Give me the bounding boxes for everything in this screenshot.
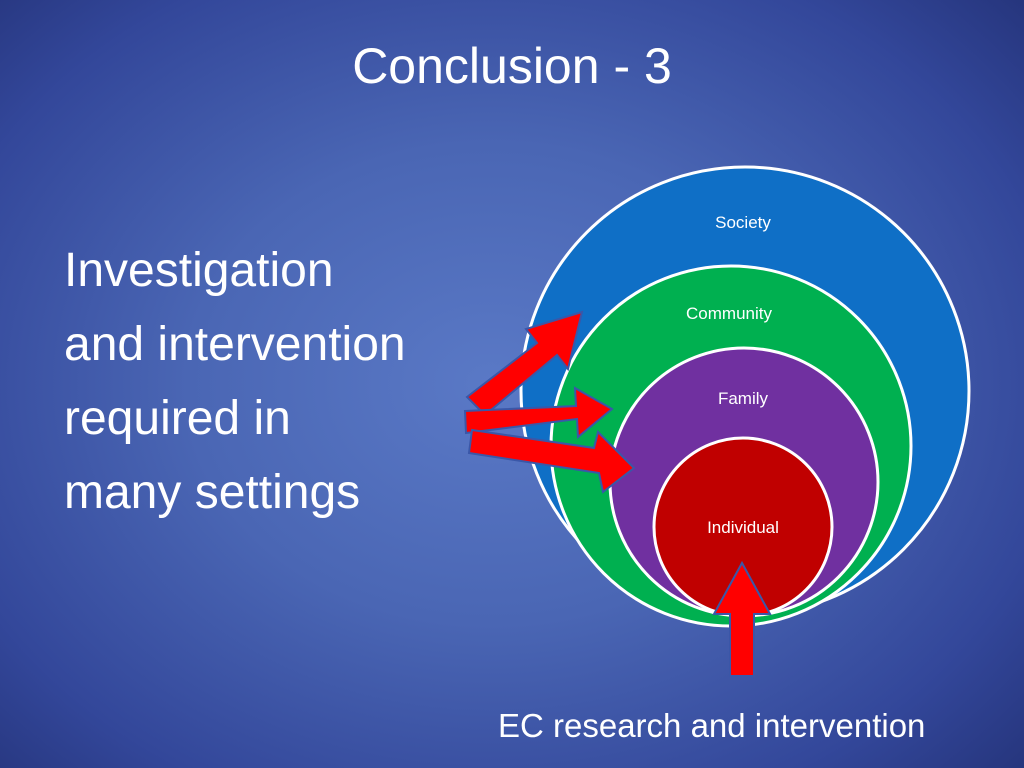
body-line: required in xyxy=(64,392,291,445)
arrow-to-community xyxy=(465,310,584,417)
ring-label-society: Society xyxy=(715,213,771,232)
caption: EC research and intervention xyxy=(498,707,926,744)
slide-title: Conclusion - 3 xyxy=(352,38,672,94)
arrow-to-family xyxy=(463,386,614,440)
ring-label-individual: Individual xyxy=(707,518,779,537)
arrow-up-to-individual xyxy=(712,560,772,677)
arrow-to-individual xyxy=(467,428,636,494)
body-line: many settings xyxy=(64,466,361,519)
body-text: Investigation and intervention required … xyxy=(64,234,504,530)
body-line: Investigation xyxy=(64,244,334,297)
ring-label-community: Community xyxy=(686,304,772,323)
body-line: and intervention xyxy=(64,318,406,371)
ring-label-family: Family xyxy=(718,389,769,408)
